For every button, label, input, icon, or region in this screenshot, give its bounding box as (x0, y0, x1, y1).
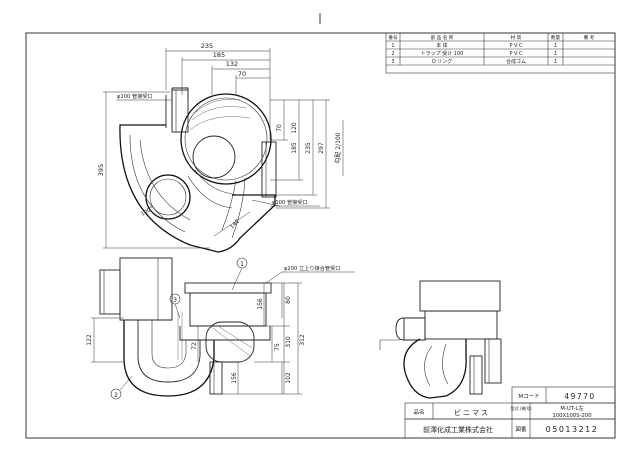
table-row-2-name: トラップ 受け 100 (421, 50, 464, 57)
dim-312: 312 (299, 334, 306, 346)
inlet-circle (145, 174, 191, 220)
drawing-no-label: 図番 (515, 426, 527, 433)
slope-label: 勾配 2/100 (334, 132, 342, 163)
inlet-label-top: φ100 管接受口 (117, 92, 153, 100)
dim-70-top: 70 (238, 70, 246, 78)
company-name: 前澤化成工業株式会社 (423, 425, 493, 434)
elevation-view: 1 2 3 φ200 立上り接合管受口 122 72 156 156 80 31… (86, 257, 355, 400)
table-header-remarks: 備 考 (584, 34, 595, 41)
balloon-3-label: 3 (173, 297, 177, 304)
mcode-value: 49770 (564, 392, 595, 401)
table-header-no: 番号 (388, 34, 398, 41)
plan-view: 235 185 132 70 395 70 120 185 235 297 勾配… (97, 42, 344, 253)
dim-185-right: 185 (291, 142, 298, 154)
table-row-2-no: 2 (391, 51, 394, 57)
table-row-1-name: 本 体 (436, 42, 448, 49)
dim-80: 80 (285, 296, 292, 304)
table-header-part-name: 部 品 名 称 (431, 34, 454, 41)
table-row-2-material: P V C (509, 51, 523, 57)
angle-100-label: 100° (140, 206, 155, 218)
product-name-value: ビニマス (454, 408, 490, 417)
dim-297: 297 (318, 142, 325, 154)
dim-185-top: 185 (213, 51, 225, 59)
dim-120: 120 (291, 122, 298, 134)
table-row-1-qty: 1 (554, 43, 557, 49)
table-row-3-material: 合成ゴム (506, 58, 526, 65)
table-row-1-no: 1 (391, 43, 394, 49)
table-row-3-qty: 1 (554, 59, 557, 65)
balloon-2 (110, 388, 122, 400)
mcode-label: Mコード (518, 393, 539, 400)
dim-75: 75 (274, 343, 281, 351)
trap-circle (192, 135, 236, 179)
product-name-label: 品名 (413, 408, 424, 416)
dim-156-top: 156 (257, 298, 264, 310)
dim-122: 122 (86, 334, 93, 346)
title-block: Mコード 49770 品名 ビニマス 型式 (略号) M-UT-L左 100X1… (404, 386, 616, 439)
balloon-1-label: 1 (240, 261, 244, 268)
drawing-border (25, 32, 616, 439)
table-row-1-material: P V C (509, 43, 523, 49)
dim-70-right: 70 (276, 124, 283, 132)
dim-235-top: 235 (201, 42, 213, 50)
table-row-2-qty: 1 (554, 51, 557, 57)
dim-72: 72 (191, 342, 198, 350)
dim-102: 102 (285, 372, 292, 384)
chamber-circle (180, 93, 272, 185)
dim-132-top: 132 (226, 60, 238, 68)
dim-395: 395 (97, 164, 105, 176)
table-row-3-name: O リング (432, 58, 453, 65)
table-header-material: 材 質 (511, 34, 522, 41)
dim-310: 310 (285, 336, 292, 348)
outlet-label-right: φ100 管接受口 (272, 198, 308, 206)
dim-156-bottom: 156 (231, 372, 238, 384)
table-row-3-no: 3 (391, 59, 394, 65)
model-label: 型式 (略号) (510, 405, 532, 412)
riser-label: φ200 立上り接合管受口 (284, 264, 340, 272)
drawing-no-value: 05013212 (546, 425, 599, 434)
parts-table: 番号 部 品 名 称 材 質 数量 備 考 1 本 体 P V C 1 2 トラ… (385, 32, 616, 74)
table-header-qty: 数量 (551, 34, 561, 41)
balloon-2-label: 2 (114, 392, 118, 399)
iso-view (379, 280, 502, 399)
model-value-2: 100X100S-200 (552, 413, 592, 419)
dim-235-right: 235 (305, 142, 312, 154)
model-value-1: M-UT-L左 (560, 404, 584, 412)
